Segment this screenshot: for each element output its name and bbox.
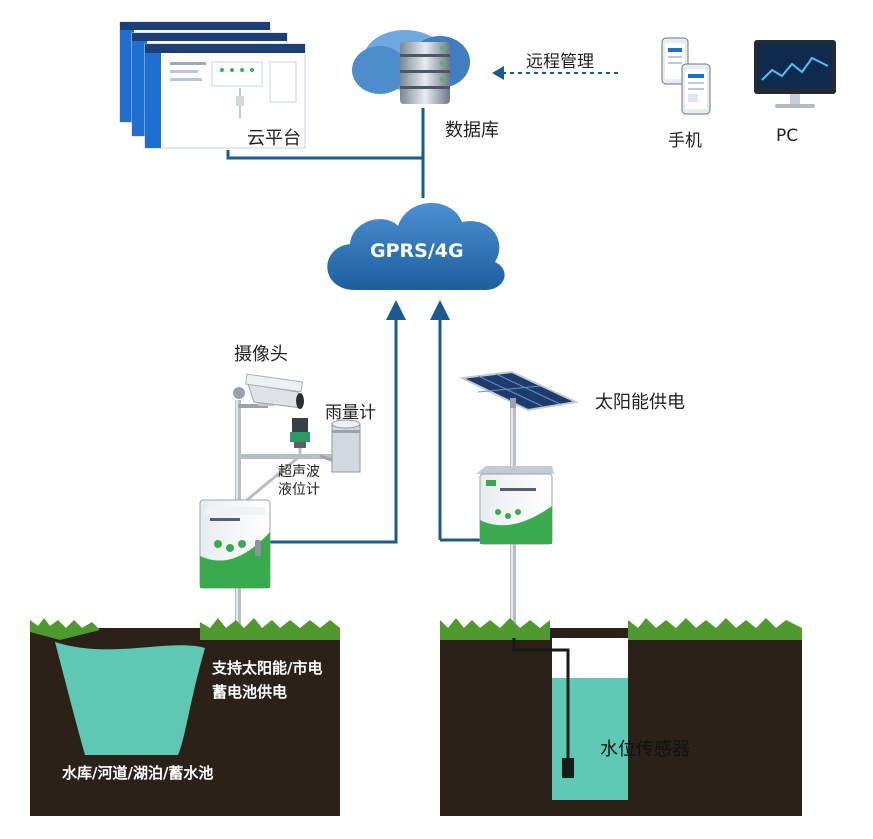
network-label: GPRS/4G (370, 240, 464, 262)
left-ground (30, 618, 340, 816)
water-bodies-label: 水库/河道/湖泊/蓄水池 (62, 764, 214, 782)
left-control-box (199, 499, 271, 589)
camera-label: 摄像头 (234, 344, 288, 365)
left-station (199, 373, 361, 632)
remote-management-label: 远程管理 (526, 52, 594, 72)
right-ground (440, 618, 802, 816)
gprs-cloud-icon (327, 202, 505, 290)
camera-icon (238, 373, 304, 409)
rain-gauge-icon (319, 419, 361, 473)
database-icon (352, 30, 470, 104)
power-support-label-line2: 蓄电池供电 (212, 683, 288, 701)
ultrasonic-label-line1: 超声波 (278, 464, 320, 480)
right-control-box (476, 466, 554, 545)
cloud-platform-screens (119, 21, 306, 149)
cloud-platform-label: 云平台 (247, 128, 301, 149)
phone-label: 手机 (668, 131, 702, 151)
ultrasonic-label-line2: 液位计 (278, 482, 320, 498)
pc-label: PC (776, 126, 799, 146)
platform-connector (226, 108, 425, 198)
right-station (458, 370, 580, 632)
water-level-sensor-label: 水位传感器 (600, 739, 690, 760)
solar-panel-icon (458, 370, 580, 412)
database-label: 数据库 (445, 120, 499, 141)
rain-gauge-label: 雨量计 (325, 403, 376, 423)
power-support-label-line1: 支持太阳能/市电 (212, 659, 323, 677)
solar-power-label: 太阳能供电 (595, 392, 685, 413)
ultrasonic-sensor-icon (290, 418, 310, 448)
remote-management-arrow (492, 66, 618, 80)
phone-icon (661, 37, 711, 115)
pc-icon (754, 40, 836, 108)
